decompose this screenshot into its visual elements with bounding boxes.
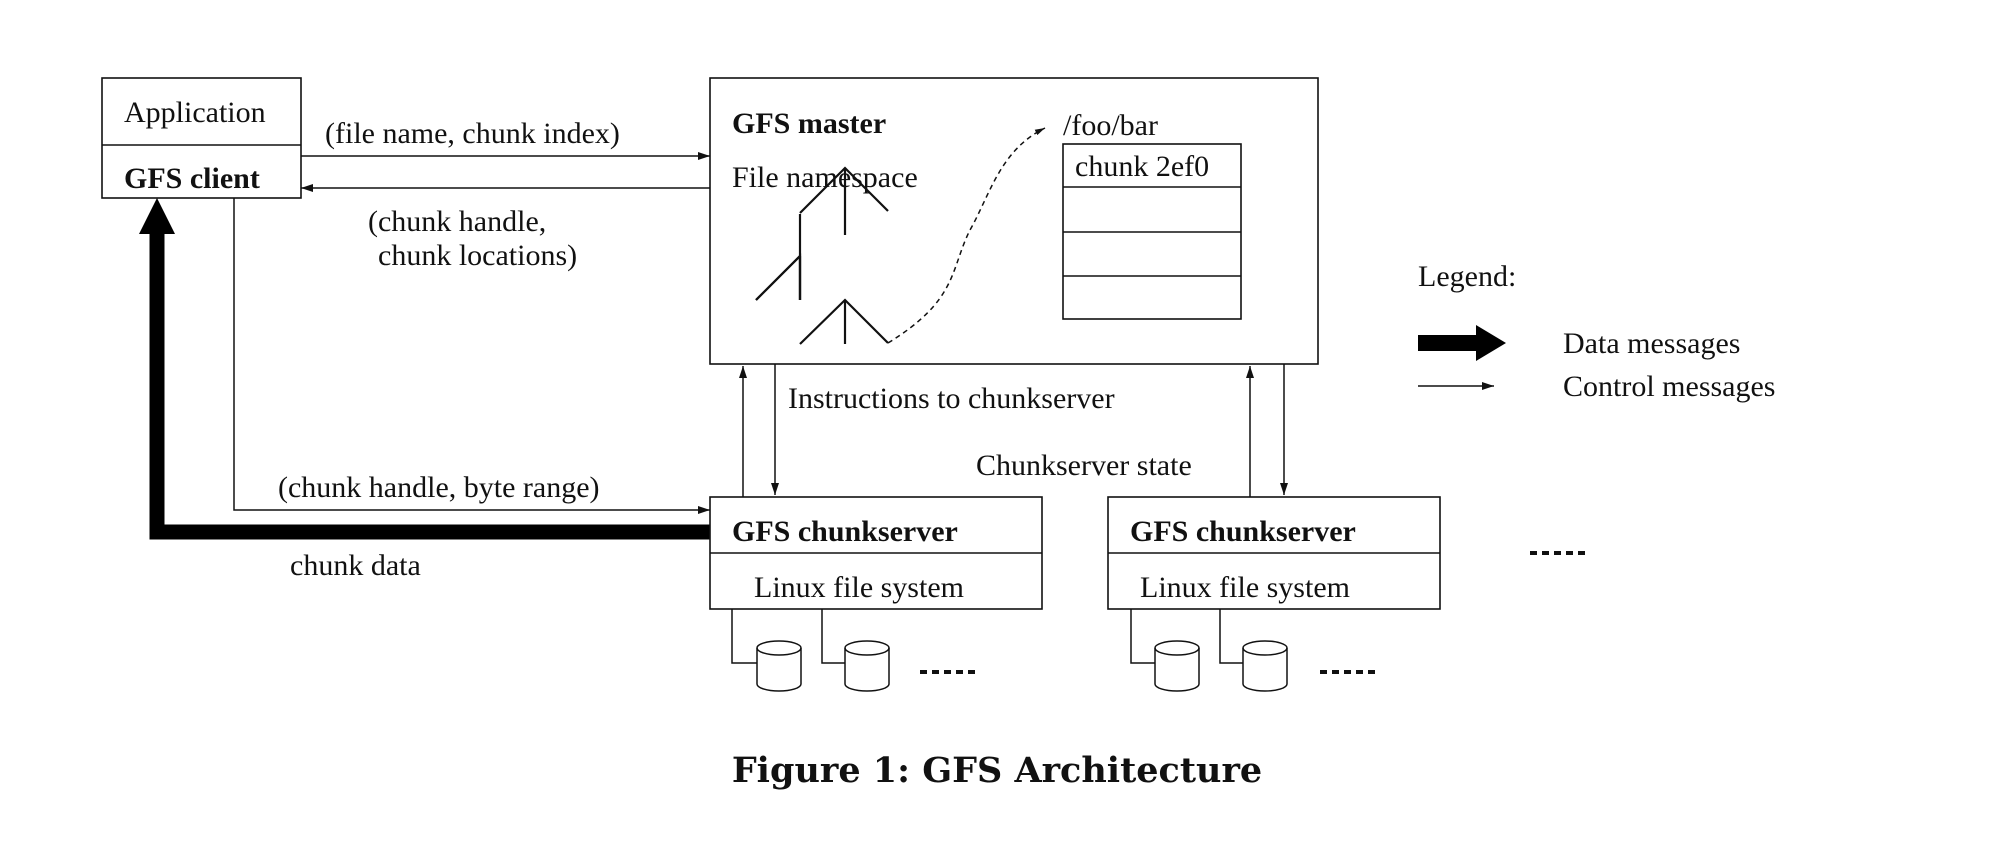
reply-label-line1: (chunk handle, — [368, 205, 546, 238]
legend-title: Legend: — [1418, 260, 1516, 293]
data-message-arrow-icon — [1418, 325, 1506, 361]
client-box: Application GFS client — [101, 77, 302, 199]
lookup-dashed-arrow — [887, 127, 1046, 344]
data-request-arrow — [233, 198, 710, 514]
disk-icon — [1219, 609, 1288, 692]
chunkserver-2: GFS chunkserver Linux file system — [1107, 496, 1441, 692]
chunkserver-state-label: Chunkserver state — [976, 449, 1192, 482]
disk-icon — [821, 609, 890, 692]
figure-caption: Figure 1: GFS Architecture — [732, 750, 1262, 791]
legend: Legend: Data messages Control messages — [1418, 260, 1775, 403]
chunkserver-1-title: GFS chunkserver — [732, 515, 958, 548]
instructions-label: Instructions to chunkserver — [788, 382, 1115, 415]
chunk-data-arrow — [139, 198, 710, 540]
master-title: GFS master — [732, 107, 886, 140]
reply-label-line2: chunk locations) — [378, 239, 577, 272]
namespace-tree-icon — [755, 166, 889, 345]
chunk-table: chunk 2ef0 — [1062, 143, 1242, 320]
disk-icon — [731, 609, 802, 692]
chunkserver-1: GFS chunkserver Linux file system — [709, 496, 1043, 692]
application-label: Application — [124, 96, 266, 129]
legend-control-label: Control messages — [1563, 370, 1775, 403]
data-request-label: (chunk handle, byte range) — [278, 471, 600, 504]
legend-data-label: Data messages — [1563, 327, 1740, 360]
master-box: GFS master File namespace /foo/bar chunk… — [709, 77, 1319, 365]
chunkserver-2-title: GFS chunkserver — [1130, 515, 1356, 548]
chunk-data-label: chunk data — [290, 549, 421, 582]
chunkserver-2-fs-label: Linux file system — [1140, 571, 1350, 604]
chunkserver-1-fs-label: Linux file system — [754, 571, 964, 604]
gfs-client-label: GFS client — [124, 162, 260, 195]
client-frame — [101, 77, 302, 199]
chunk-handle-label: chunk 2ef0 — [1075, 150, 1209, 183]
disk-icon — [1130, 609, 1200, 692]
file-path-label: /foo/bar — [1063, 109, 1158, 142]
request-label: (file name, chunk index) — [325, 117, 620, 150]
